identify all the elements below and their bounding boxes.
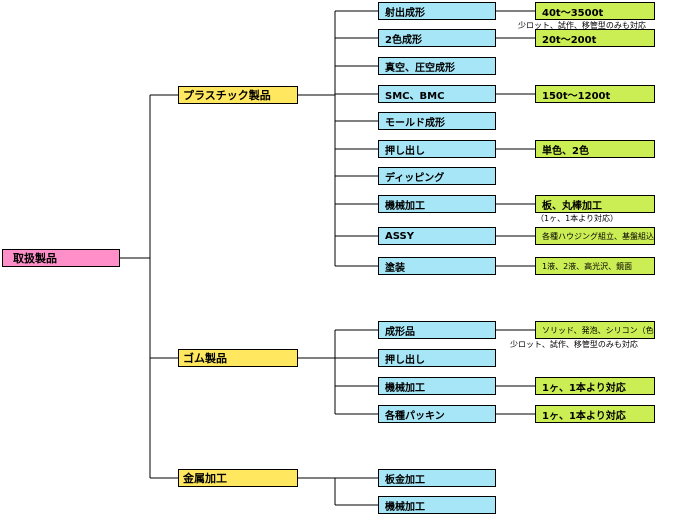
note-rubber-molded: 少ロット、試作、移管型のみも対応: [510, 340, 638, 349]
plastic-item-mold: モールド成形: [378, 112, 496, 130]
metal-item-sheet: 板金加工: [378, 469, 496, 487]
plastic-item-assy: ASSY: [378, 227, 496, 245]
spec-extrusion-colors: 単色、2色: [535, 140, 655, 158]
spec-assy: 各種ハウジング組立、基盤組込: [535, 227, 655, 245]
category-metal: 金属加工: [178, 469, 298, 487]
note-injection: 少ロット、試作、移管型のみも対応: [518, 21, 646, 30]
category-rubber: ゴム製品: [178, 349, 298, 367]
rubber-item-molded: 成形品: [378, 321, 496, 339]
plastic-item-extrusion: 押し出し: [378, 140, 496, 158]
rubber-item-packing: 各種パッキン: [378, 405, 496, 423]
spec-rubber-molded: ソリッド、発泡、シリコン（色物）: [535, 321, 655, 339]
spec-smc-tonnage: 150t〜1200t: [535, 85, 655, 103]
plastic-item-painting: 塗装: [378, 257, 496, 275]
spec-injection-tonnage: 40t〜3500t: [535, 2, 655, 20]
category-plastic: プラスチック製品: [178, 86, 298, 104]
spec-machining: 板、丸棒加工: [535, 195, 655, 213]
rubber-item-extrusion: 押し出し: [378, 349, 496, 367]
plastic-item-vacuum: 真空、圧空成形: [378, 57, 496, 75]
metal-item-machining: 機械加工: [378, 496, 496, 514]
plastic-item-machining: 機械加工: [378, 195, 496, 213]
spec-painting: 1液、2液、高光沢、鏡面: [535, 257, 655, 275]
plastic-item-smc: SMC、BMC: [378, 85, 496, 103]
spec-rubber-machining: 1ヶ、1本より対応: [535, 377, 655, 395]
spec-twocolor-tonnage: 20t〜200t: [535, 29, 655, 47]
plastic-item-twocolor: 2色成形: [378, 29, 496, 47]
root-node: 取扱製品: [2, 249, 120, 267]
rubber-item-machining: 機械加工: [378, 377, 496, 395]
spec-rubber-packing: 1ヶ、1本より対応: [535, 405, 655, 423]
plastic-item-dipping: ディッピング: [378, 167, 496, 185]
plastic-item-injection: 射出成形: [378, 2, 496, 20]
note-machining: （1ヶ、1本より対応）: [536, 214, 619, 223]
